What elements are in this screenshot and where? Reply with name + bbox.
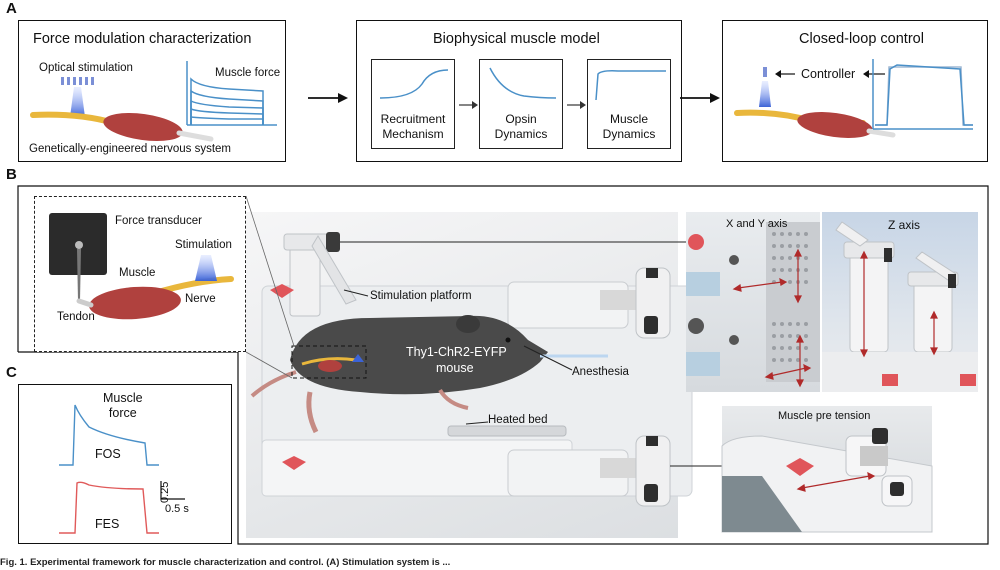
force-characterization-title: Force modulation characterization [33,31,252,47]
xy-axis-photo: X and Y axis [686,212,820,392]
stimulation-label: Stimulation [175,239,232,251]
pretension-photo: Muscle pre tension [721,406,933,533]
nerve-label: Nerve [185,293,216,305]
z-axis-photo: Z axis [822,212,978,392]
opsin-label: Opsin Dynamics [494,112,548,141]
muscle-label: Muscle [119,267,156,279]
muscle-force-label: Muscle force [215,67,281,79]
xy-axis-label: X and Y axis [726,218,788,230]
light-cone-icon [759,81,771,107]
scale-x-label: 0.5 s [165,503,189,515]
opsin-curve [489,67,557,99]
pretension-art [721,428,933,533]
anesthesia-label: Anesthesia [572,366,629,378]
tracking-plot [872,59,973,130]
pulse-train-icon [61,77,94,85]
arrow-model-1 [459,101,478,109]
arrow-model-2 [567,101,586,109]
fes-label: FES [95,517,120,531]
z-axis-label: Z axis [888,218,921,232]
arrow-a2-a3 [680,93,720,103]
panel-b-letter: B [6,166,17,183]
stimulation-platform-label: Stimulation platform [370,290,472,302]
force-characterization-art [30,61,277,142]
muscle-dynamics-curve [595,70,666,101]
panel-c-letter: C [6,364,17,381]
pretension-label: Muscle pre tension [778,410,871,422]
tendon-label: Tendon [57,311,95,323]
light-cone-icon [195,255,217,281]
muscle-force-c-label: Muscle force [103,391,143,420]
closed-loop-box: Closed-loop control Controller [722,20,988,162]
recruitment-label: Recruitment Mechanism [380,112,446,141]
muscle-icon [89,286,181,320]
muscle-icon [103,112,183,142]
fes-trace [59,481,159,534]
mouse-label-line1: Thy1-ChR2-EYFP [406,345,507,359]
muscle-dynamics-box: Muscle Dynamics [587,59,671,149]
recruitment-box: Recruitment Mechanism [371,59,455,149]
panel-a-letter: A [6,0,17,17]
controller-label: Controller [801,67,856,81]
heated-bed-label: Heated bed [488,414,548,426]
red-knob-icon [786,458,814,476]
panel-c-box: Muscle force FOS FES 0.25 0.5 s [18,384,232,544]
closed-loop-art [734,59,973,139]
force-characterization-box: Force modulation characterization Optica… [18,20,286,162]
figure-caption: Fig. 1. Experimental framework for muscl… [0,557,451,568]
muscle-inset: Force transducer Stimulation Muscle Tend… [34,196,246,352]
z-axis-art [822,221,978,392]
muscle-force-plot [186,61,277,126]
muscle-dynamics-label: Muscle Dynamics [602,112,656,141]
optical-stimulation-label: Optical stimulation [39,62,133,74]
force-traces [59,404,185,534]
recruitment-curve [379,69,449,99]
muscle-icon [797,111,873,139]
opsin-box: Opsin Dynamics [479,59,563,149]
xy-axis-art [686,222,820,388]
force-transducer-label: Force transducer [115,215,202,227]
red-knob-icon [688,234,704,250]
arrow-a1-a2 [308,93,348,103]
muscle-model-box: Biophysical muscle model Recruitment Mec… [356,20,682,162]
mouse-icon [250,315,608,434]
mouse-label-line2: mouse [436,361,474,375]
light-source-icon [763,67,767,77]
muscle-model-title: Biophysical muscle model [433,31,600,47]
light-cone-icon [70,87,85,117]
scale-bar [160,481,185,500]
fos-trace [59,404,159,466]
inset-art [49,213,234,320]
fos-label: FOS [95,447,121,461]
closed-loop-title: Closed-loop control [799,31,924,47]
red-knob-icon [882,374,898,386]
genetic-system-label: Genetically-engineered nervous system [29,143,231,155]
